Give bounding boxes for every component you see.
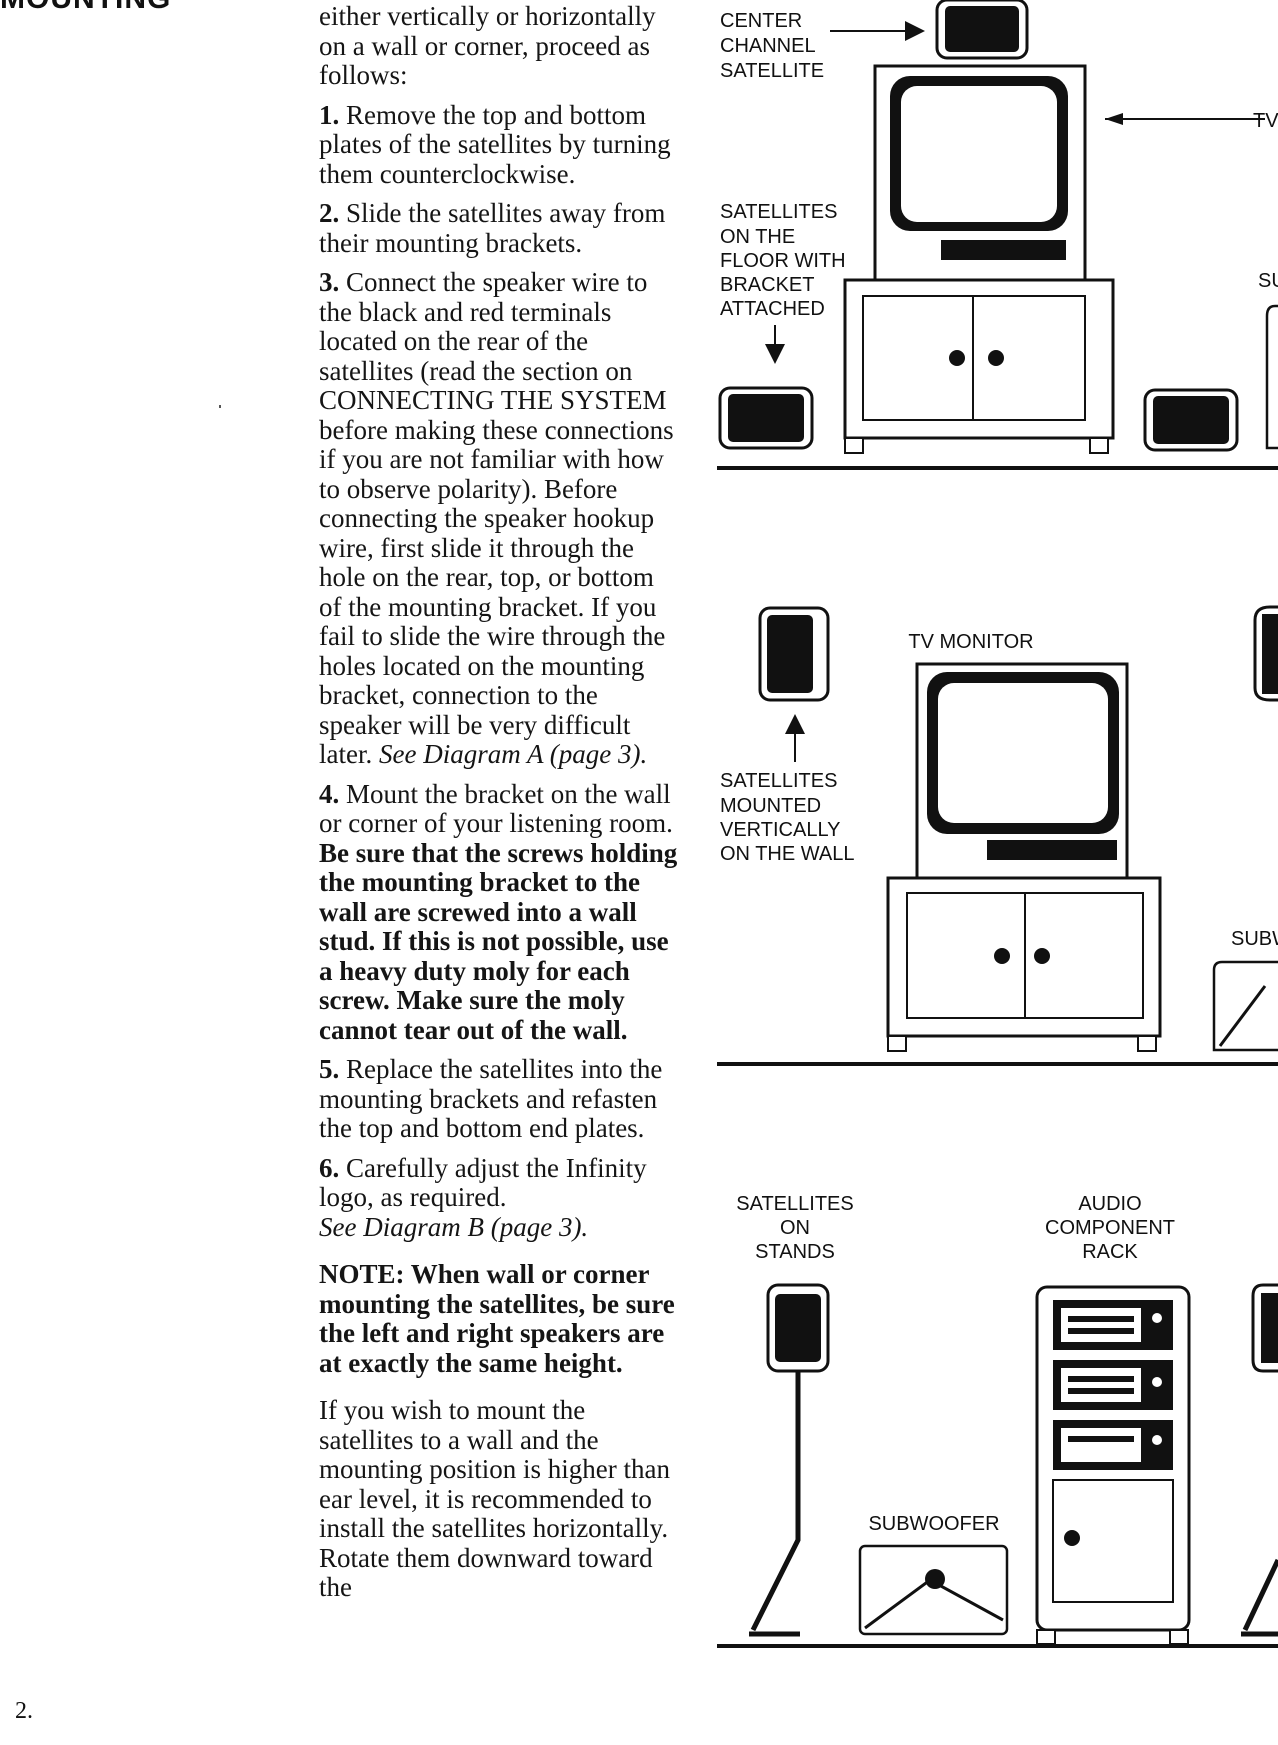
label-center-channel-3: SATELLITE [720,60,824,82]
label-tv-monitor: TV MONITOR [908,631,1033,653]
subwoofer [858,1544,1009,1636]
instruction-column: either vertically or horizon­tally on a … [319,1,679,1613]
step-number: 6. [319,1152,340,1183]
step-text: Carefully adjust the Infinity logo, as r… [319,1152,647,1212]
step-text: Mount the bracket on the wall or corner … [319,778,673,838]
label-floor-1: SATELLITES [720,201,837,223]
step-number: 2. [319,198,340,228]
label-stands-3: STANDS [755,1241,835,1263]
label-stands-2: ON [780,1217,810,1239]
step-warning: Be sure that the screws holding the moun… [319,837,678,1045]
scan-speck [219,405,221,408]
label-stands-1: SATELLITES [736,1193,853,1215]
tv-arrow [1105,113,1123,125]
step-5: 5. Replace the satellites into the mount… [319,1054,679,1144]
step-text: Replace the satellites into the mounting… [319,1054,663,1143]
panel-wall: SATELLITES MOUNTED VERTICALLY ON THE WAL… [717,605,1278,1066]
label-floor-5: ATTACHED [720,298,825,320]
intro-paragraph: either vertically or horizon­tally on a … [319,1,656,90]
step-1: 1. Remove the top and bottom plates of t… [319,99,679,190]
step-2: 2. Slide the satellites away from their … [319,198,679,258]
diagram-reference: See Diagram B (page 3). [319,1211,589,1242]
label-wall-2: MOUNTED [720,795,821,817]
step-number: 3. [319,267,340,297]
label-tv-top: TV [1253,110,1278,132]
label-center-channel-1: CENTER [720,10,802,32]
page-number: 2. [15,1698,33,1724]
label-floor-4: BRACKET [720,274,814,296]
label-rack-3: RACK [1082,1241,1138,1263]
panel-floor: CENTER CHANNEL SATELLITE TV SATELLITES O… [717,0,1278,470]
step-text: Connect the speaker wire to the black an… [319,267,674,769]
label-floor-2: ON THE [720,226,795,248]
step-number: 4. [319,778,340,809]
panel-stands: SATELLITES ON STANDS AUDIO COMPONENT RAC… [717,1193,1278,1648]
step-text: Remove the top and bottom plates of the … [319,99,671,189]
diagram-reference: See Diagram A (page 3). [378,739,648,769]
step-4: 4. Mount the bracket on the wall or corn… [319,778,679,1046]
section-heading: MOUNTING [0,0,171,16]
label-rack-1: AUDIO [1078,1193,1141,1215]
label-wall-1: SATELLITES [720,770,837,792]
label-rack-2: COMPONENT [1045,1217,1175,1239]
step-text: Slide the satellites away from their mou… [319,198,666,258]
placement-diagrams: CENTER CHANNEL SATELLITE TV SATELLITES O… [717,0,1278,1648]
label-floor-3: FLOOR WITH [720,250,846,272]
step-number: 5. [319,1054,340,1084]
step-6: 6. Carefully adjust the Infinity logo, a… [319,1152,679,1243]
step-3: 3. Connect the speaker wire to the black… [319,267,679,770]
step-number: 1. [319,99,340,130]
label-center-channel-2: CHANNEL [720,35,816,57]
label-wall-4: ON THE WALL [720,843,854,865]
label-wall-3: VERTICALLY [720,819,840,841]
closing-paragraph: If you wish to mount the satellites to a… [319,1395,670,1602]
note-paragraph: NOTE: When wall or corner mounting the s… [319,1259,675,1378]
label-subwoofer: SUBWOOFER [868,1513,999,1535]
label-su: SU [1258,270,1278,292]
label-subw: SUBW [1231,928,1278,950]
speaker-stand-left [750,1371,801,1632]
